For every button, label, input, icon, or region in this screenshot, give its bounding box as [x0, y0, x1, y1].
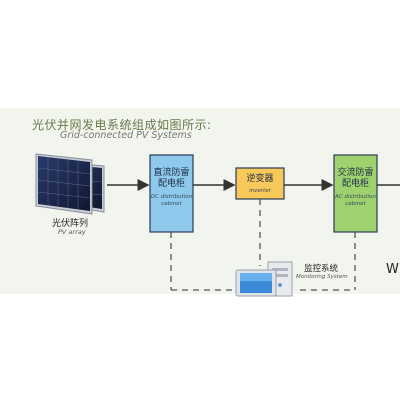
dc-cabinet-cn-line1: 直流防雷	[153, 168, 190, 178]
partial-right-label: W	[386, 262, 399, 277]
diagram-title: 光伏并网发电系统组成如图所示:	[32, 118, 212, 132]
monitoring-label-en: Monitoring System	[296, 274, 348, 280]
monitor-computer-icon	[235, 261, 293, 297]
monitoring-label-cn: 监控系统	[304, 264, 339, 274]
ac-cabinet-cn-line2: 配电柜	[341, 179, 369, 189]
dc-cabinet-en-line1: DC distribution	[150, 194, 193, 200]
monitoring-links	[170, 199, 356, 291]
diagram-subtitle: Grid-connected PV Systems	[60, 130, 192, 141]
dc-cabinet-en-line2: cabinet	[161, 200, 182, 207]
inverter-label: 逆变器 inverter	[236, 174, 284, 195]
inverter-en: inverter	[249, 188, 271, 194]
pv-panel-front	[35, 153, 93, 215]
dc-cabinet-label: 直流防雷 配电柜 DC distribution cabinet	[150, 168, 193, 207]
ac-cabinet-en-line1: AC distribution	[335, 194, 376, 200]
ac-cabinet-label: 交流防雷 配电柜 AC distribution cabinet	[334, 168, 377, 207]
ac-cabinet-cn-line1: 交流防雷	[337, 168, 374, 178]
pv-array-label-cn: 光伏阵列	[52, 219, 89, 229]
dc-cabinet-cn-line2: 配电柜	[157, 179, 185, 189]
inverter-box	[235, 167, 285, 200]
pv-array-label-en: PV array	[58, 228, 86, 236]
dc-cabinet-box	[149, 154, 194, 233]
inverter-cn: 逆变器	[246, 174, 274, 184]
ac-cabinet-en-line2: cabinet	[345, 200, 366, 207]
